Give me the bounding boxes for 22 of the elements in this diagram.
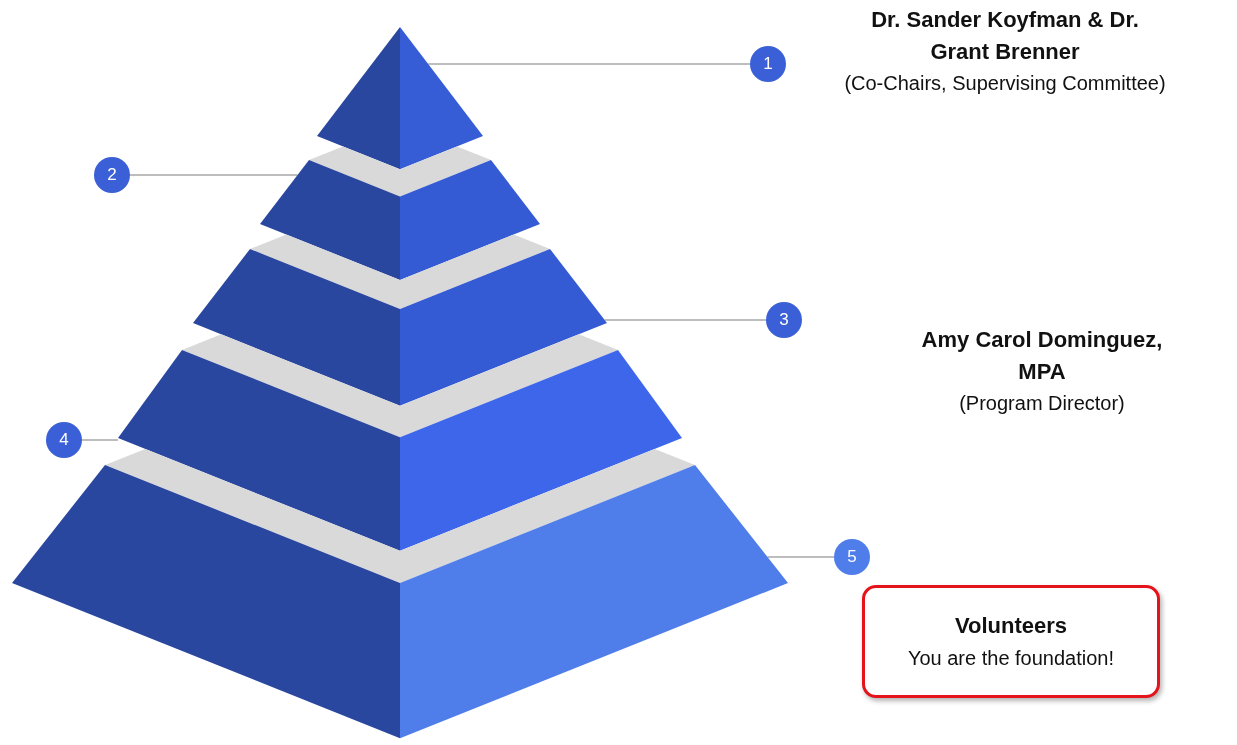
role-text: (Co-Chairs, Supervising Committee) (844, 71, 1166, 96)
number-badge: 4 (46, 422, 82, 458)
leader-line (129, 174, 299, 176)
person-name: Dr. Sander Koyfman & Dr. Grant Brenner (870, 6, 1140, 66)
pyramid-top-tier (317, 27, 483, 170)
card-heading: Volunteers (954, 611, 1068, 640)
callout-card (862, 585, 1160, 698)
person-name: Amy Carol Dominguez, MPA (920, 326, 1164, 386)
pyramid-tier (118, 334, 682, 551)
number-badge: 5 (834, 539, 870, 575)
pyramid-tier (12, 448, 788, 739)
pyramid-tier (193, 234, 607, 406)
role-text: (Program Director) (959, 391, 1125, 416)
number-badge: 2 (94, 157, 130, 193)
number-badge: 3 (766, 302, 802, 338)
card-text: You are the foundation! (907, 645, 1115, 671)
leader-line (81, 439, 119, 441)
pyramid-tier (260, 146, 540, 280)
leader-line (427, 63, 751, 65)
leader-line (603, 319, 767, 321)
leader-line (766, 556, 835, 558)
number-badge: 1 (750, 46, 786, 82)
